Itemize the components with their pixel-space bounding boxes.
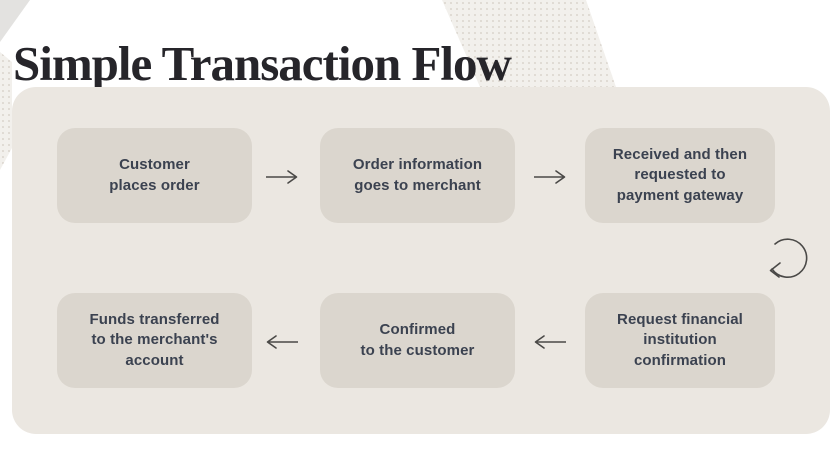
arrow-right-icon xyxy=(532,169,568,185)
flow-panel: Customer places order Order information … xyxy=(12,87,830,434)
flow-step-funds-transferred-merchant-account: Funds transferred to the merchant's acco… xyxy=(57,293,252,388)
flow-step-received-requested-payment-gateway: Received and then requested to payment g… xyxy=(585,128,775,223)
arrow-right-icon xyxy=(264,169,300,185)
flow-step-label: Confirmed to the customer xyxy=(360,321,475,359)
flow-step-label: Customer places order xyxy=(109,156,200,194)
flow-step-order-information-goes-to-merchant: Order information goes to merchant xyxy=(320,128,515,223)
flow-step-customer-places-order: Customer places order xyxy=(57,128,252,223)
flow-step-confirmed-to-customer: Confirmed to the customer xyxy=(320,293,515,388)
arrow-left-icon xyxy=(532,334,568,350)
flow-step-label: Received and then requested to payment g… xyxy=(612,146,748,204)
background-left-strip xyxy=(0,52,12,170)
flow-step-label: Request financial institution confirmati… xyxy=(617,311,743,369)
arrow-left-icon xyxy=(264,334,300,350)
flow-step-request-financial-institution: Request financial institution confirmati… xyxy=(585,293,775,388)
arrow-curved-down-icon xyxy=(762,233,812,289)
page-title: Simple Transaction Flow xyxy=(13,35,512,91)
flow-step-label: Funds transferred to the merchant's acco… xyxy=(89,311,220,369)
flow-step-label: Order information goes to merchant xyxy=(352,156,483,194)
